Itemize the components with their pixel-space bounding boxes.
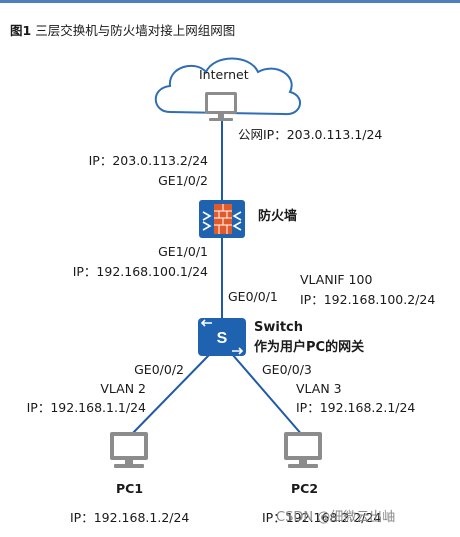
firewall-uplink-ip: IP：203.0.113.2/24 [88,153,208,168]
link-switch-pc2 [231,353,304,437]
pc2-icon [284,432,322,468]
switch-left-ip: IP：192.168.1.1/24 [26,400,146,415]
switch-vlanif-ip: IP：192.168.100.2/24 [300,292,436,307]
pc1-icon [110,432,148,468]
internet-label: Internet [199,67,249,82]
pc1-ip: IP：192.168.1.2/24 [70,510,190,525]
svg-text:S: S [217,330,228,347]
switch-uplink-port: GE0/0/1 [228,289,278,304]
firewall-icon [199,200,245,238]
switch-name: Switch [254,320,304,335]
pc2-ip: IP：192.168.2.2/24 [262,510,382,525]
title-rule [0,0,460,3]
switch-left-vlan: VLAN 2 [100,381,146,396]
switch-role: 作为用户PC的网关 [254,340,365,355]
firewall-label: 防火墙 [258,209,298,224]
pc2-name: PC2 [291,481,319,496]
switch-vlanif: VLANIF 100 [300,272,373,287]
csdn-watermark: CSDN @细微云出岫 [276,510,396,525]
internet-public-ip: 公网IP：203.0.113.1/24 [238,127,383,142]
switch-right-port: GE0/0/3 [262,362,312,377]
switch-right-vlan: VLAN 3 [296,381,342,396]
firewall-downlink-port: GE1/0/1 [158,244,208,259]
internet-cloud-icon [154,57,301,116]
figure-number: 图1 [10,23,32,38]
figure-caption: 三层交换机与防火墙对接上网组网图 [35,23,236,38]
pc1-name: PC1 [116,481,144,496]
switch-icon: S [198,318,246,356]
link-switch-pc1 [129,353,211,437]
internet-pc-icon [205,92,237,121]
firewall-uplink-port: GE1/0/2 [158,173,208,188]
switch-left-port: GE0/0/2 [134,362,184,377]
firewall-downlink-ip: IP：192.168.100.1/24 [72,264,208,279]
switch-right-ip: IP：192.168.2.1/24 [296,400,416,415]
